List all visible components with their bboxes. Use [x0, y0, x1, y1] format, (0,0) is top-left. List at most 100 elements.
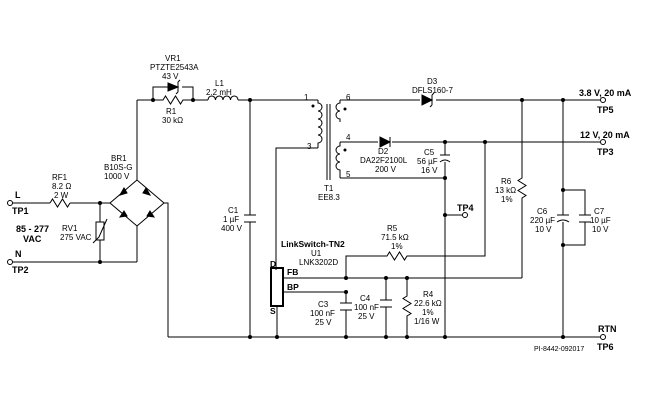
input-terminal-n: N TP2 [7, 249, 29, 275]
svg-text:30 kΩ: 30 kΩ [162, 116, 183, 125]
t1-transformer: 1 3 6 4 5 T1 EE8.3 [304, 93, 351, 202]
output-terminal-rtn: RTN TP6 [597, 324, 617, 352]
svg-text:C1: C1 [228, 206, 239, 215]
r1-resistor: R1 30 kΩ [153, 95, 193, 125]
svg-text:56 µF: 56 µF [417, 157, 438, 166]
svg-text:1/16 W: 1/16 W [414, 317, 440, 326]
svg-text:10 V: 10 V [535, 225, 552, 234]
svg-text:1: 1 [304, 93, 309, 102]
svg-text:C7: C7 [594, 207, 605, 216]
br1-bridge-rectifier: BR1 B10S-G 1000 V [104, 100, 169, 337]
svg-text:C4: C4 [360, 294, 371, 303]
tp2-name: N [15, 249, 22, 259]
l1-inductor: L1 2.2 mH [206, 79, 239, 101]
svg-text:EE8.3: EE8.3 [318, 193, 340, 202]
c1-capacitor: C1 1 µF 400 V [221, 100, 256, 337]
svg-text:1%: 1% [422, 308, 434, 317]
svg-text:BP: BP [287, 282, 299, 292]
svg-text:22.6 kΩ: 22.6 kΩ [414, 299, 442, 308]
svg-text:TP4: TP4 [457, 203, 474, 213]
rv1-varistor: RV1 275 VAC [60, 203, 108, 262]
svg-text:25 V: 25 V [358, 312, 375, 321]
svg-text:10 V: 10 V [592, 225, 609, 234]
svg-text:25 V: 25 V [315, 318, 332, 327]
svg-text:D: D [270, 259, 276, 269]
svg-text:3.8 V, 20 mA: 3.8 V, 20 mA [579, 88, 632, 98]
svg-text:B10S-G: B10S-G [104, 163, 132, 172]
tp2-label: TP2 [12, 265, 29, 275]
r5-resistor: R5 71.5 kΩ 1% [345, 142, 486, 278]
svg-text:200 V: 200 V [375, 165, 397, 174]
svg-text:C6: C6 [537, 207, 548, 216]
svg-text:LinkSwitch-TN2: LinkSwitch-TN2 [281, 239, 345, 249]
tp4-testpoint: TP4 [457, 203, 474, 218]
c6-capacitor: C6 220 µF 10 V [530, 100, 570, 337]
svg-text:U1: U1 [311, 249, 322, 258]
c7-capacitor: C7 10 µF 10 V [579, 207, 611, 234]
c4-capacitor: C4 100 nF 25 V [354, 278, 392, 337]
svg-text:LNK3202D: LNK3202D [299, 258, 338, 267]
svg-text:5: 5 [346, 170, 351, 179]
svg-text:275 VAC: 275 VAC [60, 233, 92, 242]
svg-text:100 nF: 100 nF [310, 309, 335, 318]
svg-text:220 µF: 220 µF [530, 216, 555, 225]
d2-diode: D2 DA22F2100L 200 V [360, 136, 408, 174]
svg-text:R1: R1 [166, 107, 177, 116]
svg-text:RF1: RF1 [52, 173, 68, 182]
svg-text:10 µF: 10 µF [590, 216, 611, 225]
svg-text:RV1: RV1 [62, 224, 78, 233]
svg-text:1%: 1% [501, 195, 513, 204]
svg-text:12 V, 20 mA: 12 V, 20 mA [580, 130, 630, 140]
c5-capacitor: C5 56 µF 16 V [417, 142, 451, 215]
svg-text:DA22F2100L: DA22F2100L [360, 156, 408, 165]
svg-text:S: S [270, 306, 276, 316]
vr1-zener: VR1 PTZTE2543A 43 V [150, 54, 199, 100]
svg-text:13 kΩ: 13 kΩ [495, 186, 516, 195]
svg-text:RTN: RTN [598, 324, 617, 334]
svg-text:R6: R6 [501, 177, 512, 186]
output-terminal-3v8: 3.8 V, 20 mA TP5 [579, 88, 632, 115]
svg-text:L1: L1 [215, 79, 224, 88]
svg-text:TP5: TP5 [597, 105, 614, 115]
svg-text:BR1: BR1 [111, 154, 127, 163]
svg-text:100 nF: 100 nF [354, 303, 379, 312]
svg-text:FB: FB [287, 267, 298, 277]
svg-text:D2: D2 [378, 147, 389, 156]
c3-capacitor: C3 100 nF 25 V [310, 292, 352, 337]
svg-text:43 V: 43 V [162, 72, 179, 81]
svg-text:2.2 mH: 2.2 mH [206, 88, 232, 97]
svg-text:DFLS160-7: DFLS160-7 [412, 86, 453, 95]
output-terminal-12v: 12 V, 20 mA TP3 [580, 130, 630, 157]
svg-text:6: 6 [346, 93, 351, 102]
svg-text:TP3: TP3 [597, 147, 614, 157]
svg-text:8.2 Ω: 8.2 Ω [52, 182, 71, 191]
svg-text:400 V: 400 V [221, 224, 243, 233]
svg-text:C3: C3 [318, 300, 329, 309]
svg-text:VR1: VR1 [165, 54, 181, 63]
svg-text:C5: C5 [424, 148, 435, 157]
svg-text:1%: 1% [391, 242, 403, 251]
svg-text:1000 V: 1000 V [104, 172, 130, 181]
svg-text:3: 3 [307, 142, 312, 151]
svg-text:2 W: 2 W [54, 191, 69, 200]
svg-text:D3: D3 [427, 77, 438, 86]
ac-unit: VAC [23, 234, 42, 244]
svg-text:R4: R4 [423, 290, 434, 299]
doc-id: PI-8442-092017 [534, 346, 584, 353]
r4-resistor: R4 22.6 kΩ 1% 1/16 W [402, 278, 442, 337]
ac-range: 85 - 277 [16, 224, 49, 234]
svg-text:T1: T1 [324, 184, 334, 193]
svg-text:PTZTE2543A: PTZTE2543A [150, 63, 199, 72]
svg-text:R5: R5 [387, 224, 398, 233]
svg-text:1 µF: 1 µF [223, 215, 239, 224]
d3-diode: D3 DFLS160-7 [412, 77, 453, 108]
svg-text:4: 4 [346, 133, 351, 142]
svg-text:TP6: TP6 [597, 342, 614, 352]
tp1-label: TP1 [12, 206, 29, 216]
svg-text:71.5 kΩ: 71.5 kΩ [381, 233, 409, 242]
svg-text:16 V: 16 V [421, 166, 438, 175]
rf1-resistor: RF1 8.2 Ω 2 W [49, 173, 71, 208]
r6-resistor: R6 13 kΩ 1% [495, 100, 527, 278]
